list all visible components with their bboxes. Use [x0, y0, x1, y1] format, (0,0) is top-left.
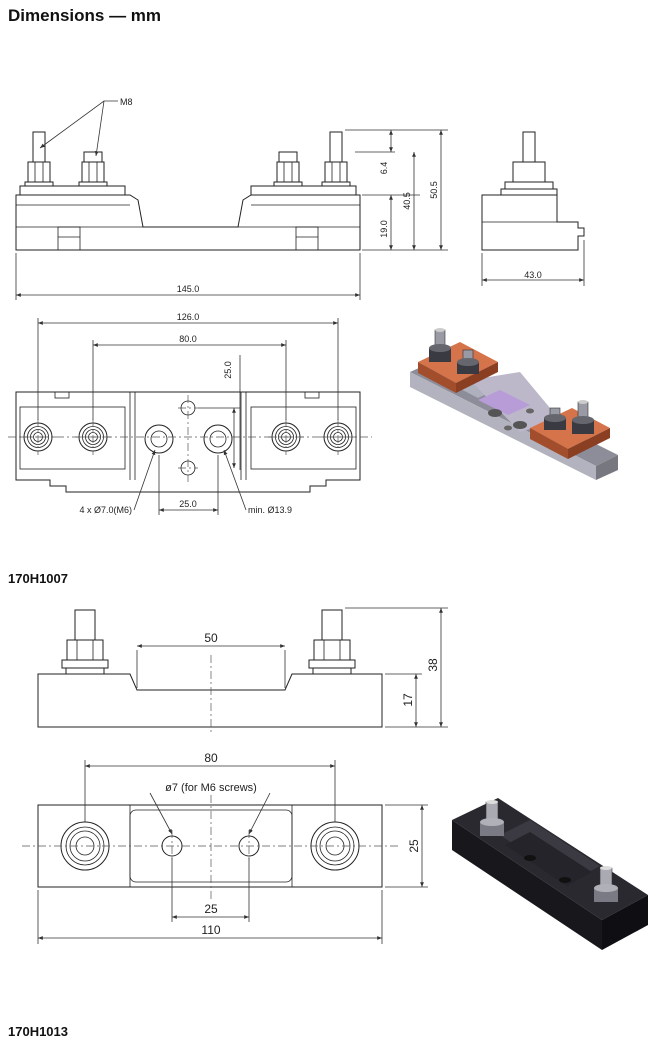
dim-50-5: 50.5 — [429, 181, 439, 199]
dim-43: 43.0 — [524, 270, 542, 280]
dim-80-plan: 80 — [204, 751, 218, 765]
dim-145: 145.0 — [177, 284, 200, 294]
page-heading: Dimensions — mm — [8, 6, 162, 25]
holes-label: 4 x Ø7.0(M6) — [79, 505, 132, 515]
dim-19-0: 19.0 — [379, 220, 389, 238]
render-3d-170H1007 — [452, 798, 648, 950]
front-view-170H1007: 50 38 17 — [37, 607, 448, 735]
thread-label: M8 — [120, 97, 133, 107]
dim-25-plan-v: 25 — [407, 839, 421, 853]
part-code-170H1013: 170H1013 — [8, 1024, 68, 1039]
dim-25-vertical: 25.0 — [223, 361, 233, 379]
dim-17: 17 — [401, 693, 415, 707]
render-3d-top — [410, 328, 618, 480]
dim-110: 110 — [201, 923, 220, 937]
dim-25-plan-h: 25 — [204, 902, 218, 916]
plan-view-top: 126.0 80.0 25.0 25.0 4 x Ø7.0(M6) min. Ø… — [8, 312, 372, 515]
dim-25-horizontal: 25.0 — [179, 499, 197, 509]
dim-38: 38 — [426, 658, 440, 672]
side-view-top: 43.0 — [481, 131, 585, 286]
part-code-170H1007: 170H1007 — [8, 571, 68, 586]
screw-label: ø7 (for M6 screws) — [165, 782, 257, 794]
dim-50: 50 — [204, 631, 218, 645]
min-diameter-label: min. Ø13.9 — [248, 505, 292, 515]
dim-126: 126.0 — [177, 312, 200, 322]
front-view-top: M8 6.4 40.5 50.5 19.0 145.0 — [15, 97, 448, 300]
dim-40-5: 40.5 — [402, 192, 412, 210]
plan-view-170H1007: 80 ø7 (for M6 screws) 25 110 25 — [22, 751, 428, 944]
dim-6-4: 6.4 — [379, 162, 389, 175]
dim-80: 80.0 — [179, 334, 197, 344]
